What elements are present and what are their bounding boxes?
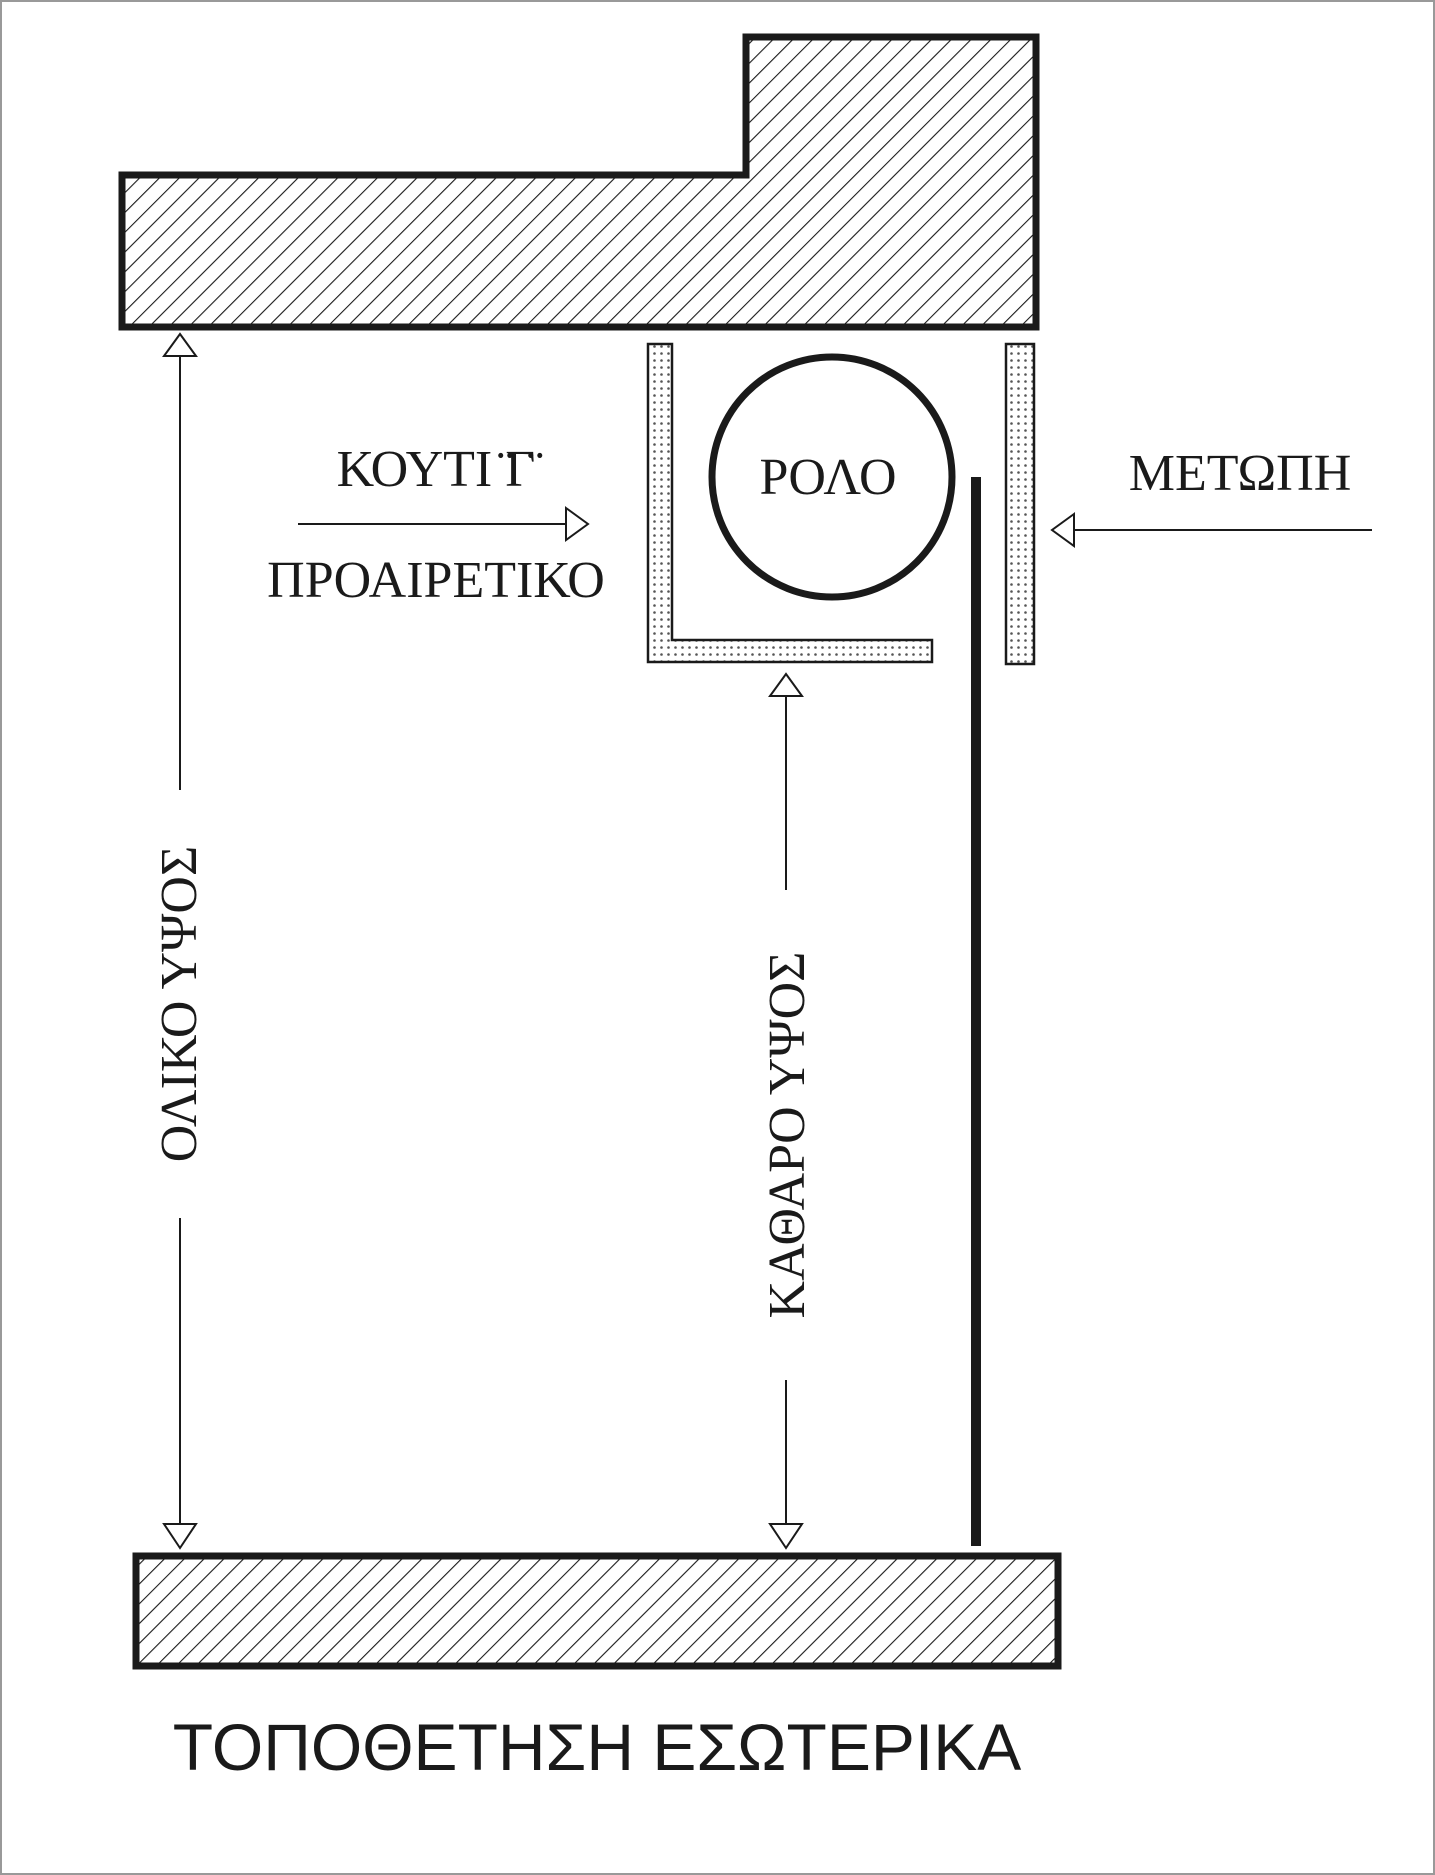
roll-circle xyxy=(708,353,956,601)
roll-label: ΡΟΛΟ xyxy=(759,449,896,506)
front-panel-arrow xyxy=(1050,512,1372,548)
diagram-title: ΤΟΠΟΘΕΤΗΣΗ ΕΣΩΤΕΡΙΚΑ xyxy=(173,1710,1022,1784)
top-lintel xyxy=(118,33,1040,331)
front-panel xyxy=(1004,342,1036,666)
total-height-dimension xyxy=(162,332,198,1550)
box-g-label: ΚΟΥΤΙ ̈Γ̈ xyxy=(337,441,544,498)
clear-height-dimension xyxy=(768,672,804,1550)
clear-height-label: ΚΑΘΑΡΟ ΥΨΟΣ xyxy=(759,952,816,1319)
total-height-label: ΟΛΙΚΟ ΥΨΟΣ xyxy=(151,846,208,1162)
bottom-sill xyxy=(132,1552,1062,1670)
optional-label: ΠΡΟΑΙΡΕΤΙΚΟ xyxy=(267,552,605,609)
optional-g-box xyxy=(646,342,934,664)
front-label: ΜΕΤΩΠΗ xyxy=(1129,445,1352,502)
optional-box-arrow xyxy=(298,506,590,542)
